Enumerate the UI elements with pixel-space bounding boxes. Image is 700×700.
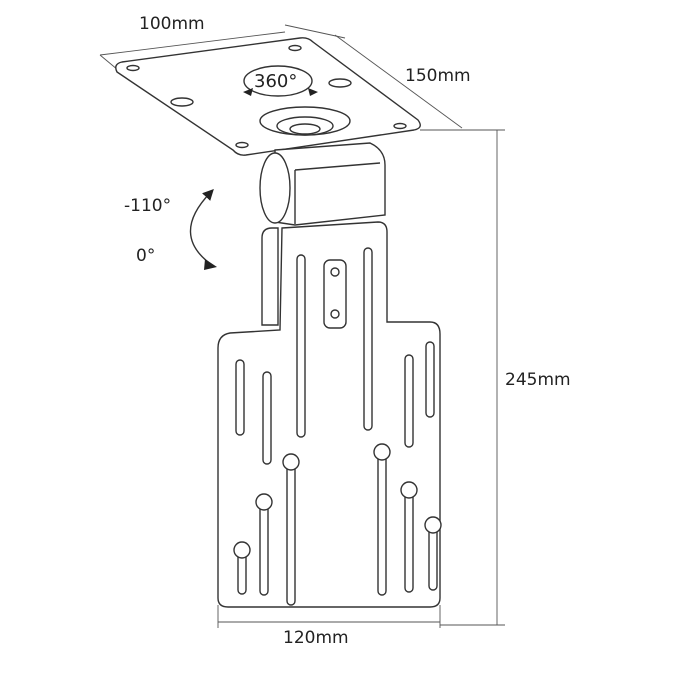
tilt-arrow-icon (189, 188, 217, 270)
dimension-depth-top: 150mm (405, 66, 471, 86)
tv-plate (217, 221, 442, 608)
dimension-width-bottom: 120mm (283, 628, 349, 648)
tilt-min-label: 0° (136, 246, 156, 266)
ceiling-plate (115, 37, 421, 156)
dimension-width-top: 100mm (139, 14, 205, 34)
tilt-max-label: -110° (124, 196, 172, 216)
hinge-block (259, 142, 386, 226)
swivel-angle-label: 360° (254, 71, 298, 92)
dimension-height: 245mm (505, 370, 571, 390)
swivel-arrows-icon (243, 88, 318, 96)
dimension-lines (99, 24, 505, 628)
